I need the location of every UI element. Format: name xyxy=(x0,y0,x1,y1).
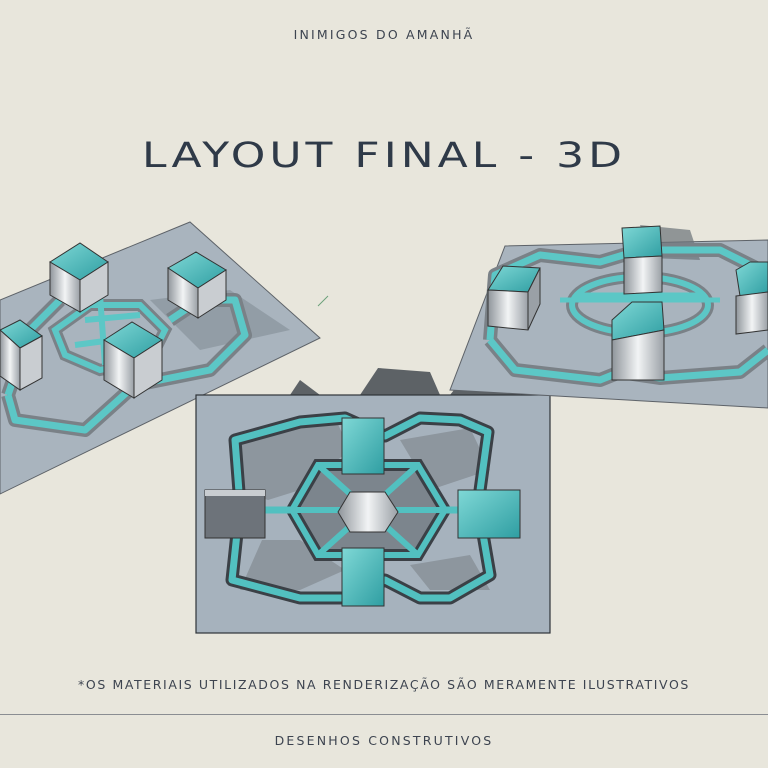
section-label: DESENHOS CONSTRUTIVOS xyxy=(274,733,494,748)
tower xyxy=(611,301,665,381)
render-right xyxy=(449,225,768,409)
render-left xyxy=(0,221,321,495)
tower xyxy=(487,265,541,331)
tower xyxy=(103,321,163,399)
project-name: INIMIGOS DO AMANHÃ xyxy=(293,27,475,42)
tower xyxy=(167,251,227,319)
tower xyxy=(49,242,109,313)
page-title: LAYOUT FINAL - 3D xyxy=(142,135,626,176)
tower-bottom xyxy=(341,547,385,607)
tower xyxy=(621,225,663,295)
tower-right xyxy=(457,489,521,539)
tower-left xyxy=(204,489,266,539)
render-center xyxy=(195,368,551,634)
tower-top xyxy=(341,417,385,475)
central-hub xyxy=(337,491,399,533)
tower xyxy=(735,261,768,335)
disclaimer-note: *OS MATERIAIS UTILIZADOS NA RENDERIZAÇÃO… xyxy=(78,677,690,692)
divider xyxy=(0,714,768,715)
tower xyxy=(0,319,43,391)
